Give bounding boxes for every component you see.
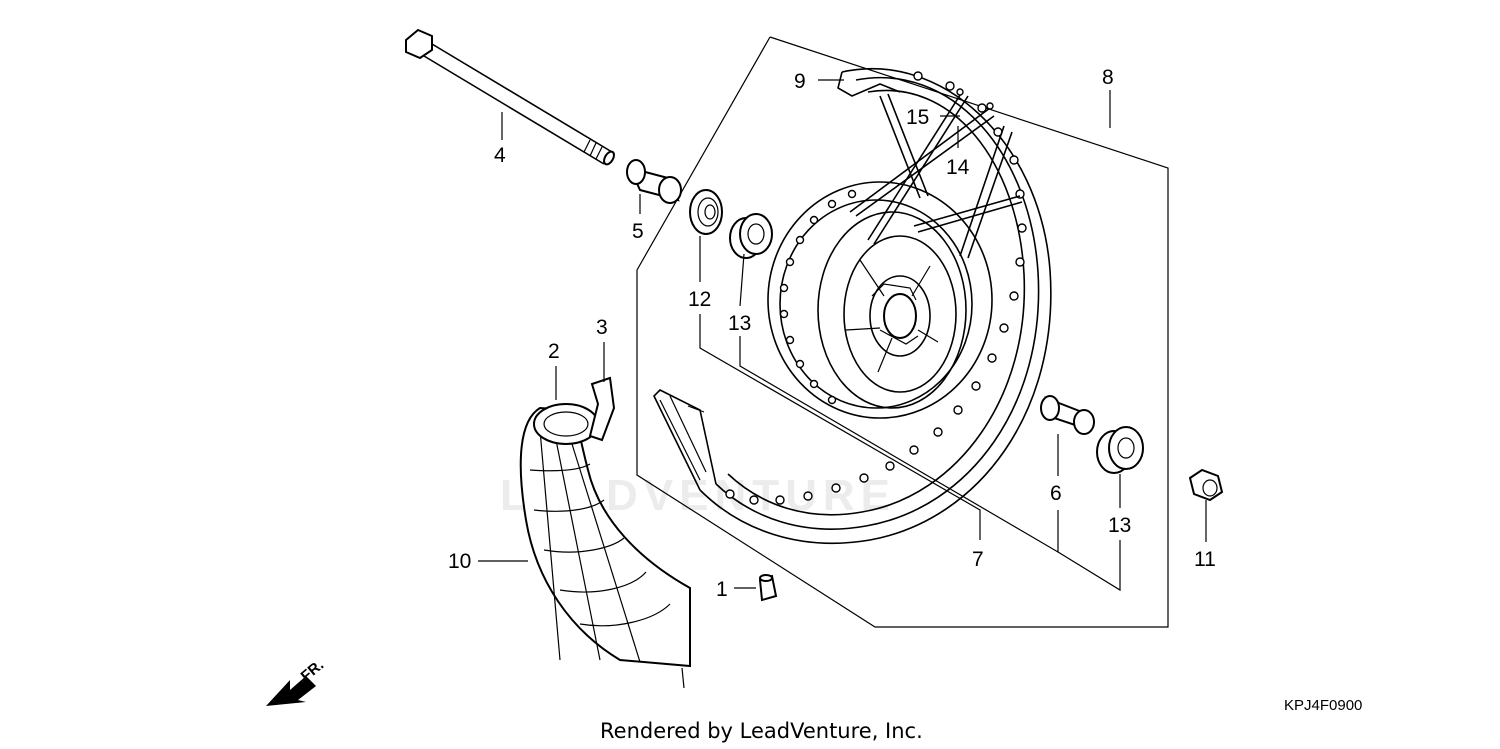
callout-1[interactable]: 1: [716, 578, 728, 601]
hub-flange-holes: [779, 189, 857, 405]
wheel-spokes: [849, 88, 1023, 259]
callout-8[interactable]: 8: [1102, 66, 1114, 89]
callout-2[interactable]: 2: [548, 340, 560, 363]
wheel-hub: [767, 181, 993, 419]
dust-seal: [689, 189, 723, 235]
callout-7[interactable]: 7: [972, 548, 984, 571]
callout-12[interactable]: 12: [688, 288, 711, 311]
callout-10[interactable]: 10: [448, 550, 471, 573]
callout-13-left[interactable]: 13: [728, 312, 751, 335]
axle-collar-right: [1040, 395, 1095, 435]
callout-11[interactable]: 11: [1194, 548, 1216, 571]
callout-13-right[interactable]: 13: [1108, 514, 1131, 537]
callout-9[interactable]: 9: [794, 70, 806, 93]
callout-4[interactable]: 4: [494, 144, 506, 167]
callout-15[interactable]: 15: [906, 106, 929, 129]
rim-spoke-holes: [725, 71, 1027, 505]
diagram-code: KPJ4F0900: [1284, 697, 1362, 714]
axle-collar-left: [626, 159, 682, 204]
callout-5[interactable]: 5: [632, 220, 644, 243]
bearing-right: [1096, 426, 1144, 474]
front-direction-arrow: FR.: [266, 657, 327, 706]
tire: [519, 406, 691, 689]
callout-14[interactable]: 14: [946, 156, 970, 179]
front-axle: [405, 28, 615, 166]
bearing-left: [729, 213, 773, 259]
callout-6[interactable]: 6: [1050, 482, 1062, 505]
leader-lines: [478, 79, 1207, 592]
footer-credit: Rendered by LeadVenture, Inc.: [600, 719, 923, 743]
rim-band: [588, 376, 616, 442]
wheel-rim: [653, 67, 1052, 544]
assembly-outline: [636, 36, 1169, 628]
inner-tube: [533, 403, 599, 445]
axle-nut: [1188, 468, 1224, 502]
callout-3[interactable]: 3: [596, 316, 608, 339]
valve-cap: [758, 574, 778, 602]
